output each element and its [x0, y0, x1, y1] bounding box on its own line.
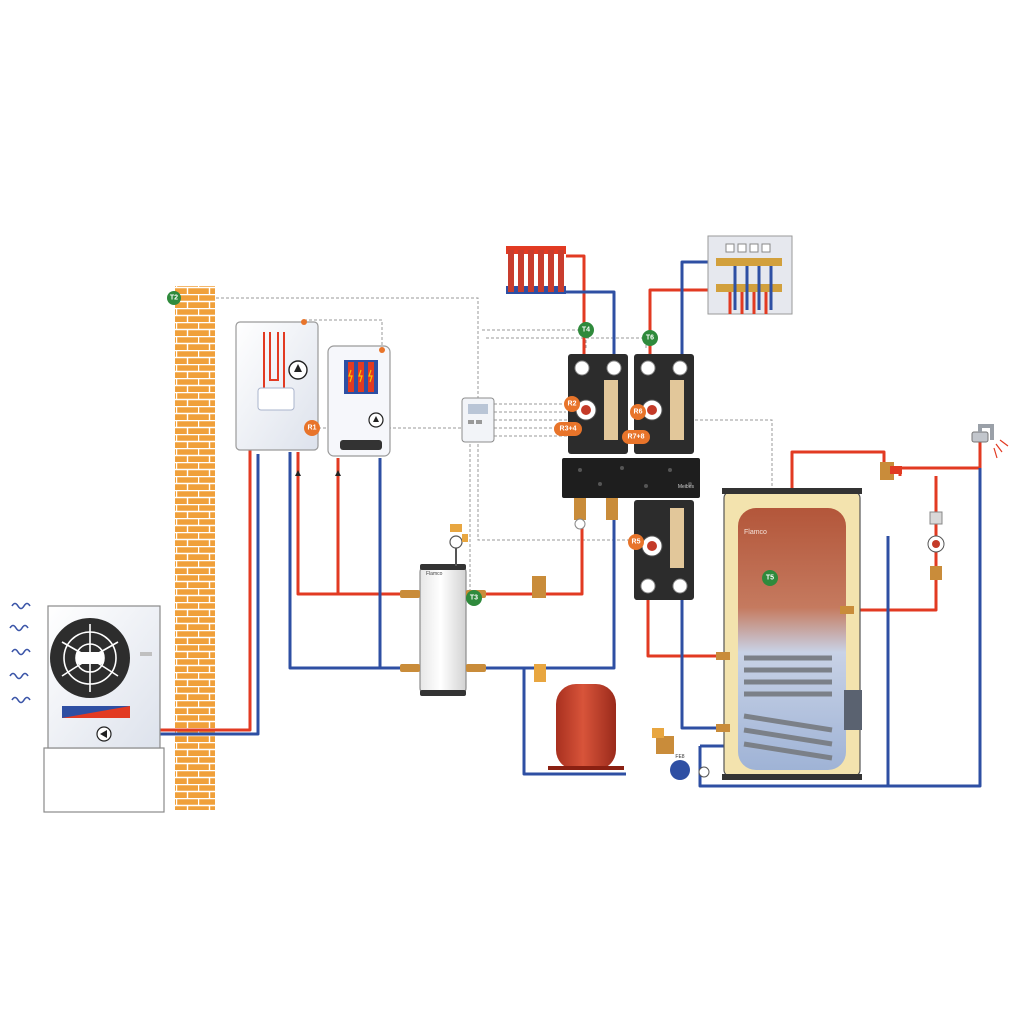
check-valves [295, 470, 341, 476]
sensor-t2-label: T2 [170, 295, 178, 302]
distribution-header: Meibes [562, 458, 700, 530]
safety-group: FE8 [652, 728, 710, 780]
sensor-t5-label: T5 [766, 575, 774, 582]
dhw-recirculation-pump [927, 511, 945, 580]
relay-markers: R1 R2 R3+4 R6 R7+8 R5 [304, 396, 650, 550]
airflow-waves-icon [9, 602, 31, 704]
heat-pump-stand [43, 747, 165, 813]
pump-group-underfloor [634, 354, 694, 454]
radiator [506, 246, 566, 294]
sensor-t4-label: T4 [582, 327, 590, 334]
vessel-tag: FE8 [675, 754, 684, 760]
relay-r1-label: R1 [308, 425, 317, 432]
relay-r34-label: R3+4 [560, 426, 577, 433]
sensor-t3-label: T3 [470, 595, 478, 602]
sensor-markers: T2 T3 T4 T5 T6 [167, 291, 778, 606]
mixing-valve [880, 462, 902, 480]
buffer-tank: Flamco [400, 524, 486, 696]
tap-icon [971, 424, 1009, 459]
manifold-brand: Meibes [678, 484, 695, 490]
system-boiler [327, 345, 391, 457]
expansion-vessel [532, 576, 624, 770]
relay-r5-label: R5 [632, 539, 641, 546]
pressure-gauge-icon [449, 535, 463, 549]
ufh-manifold [707, 235, 793, 315]
heating-coil [743, 655, 833, 761]
cylinder-brand: Flamco [744, 529, 767, 536]
dhw-cylinder: Flamco [716, 488, 862, 780]
relay-r78-label: R7+8 [628, 434, 645, 441]
buffer-brand: Flamco [426, 571, 443, 577]
sensor-t6-label: T6 [646, 335, 654, 342]
brick-wall [175, 286, 215, 810]
heat-pump-outdoor-unit [43, 605, 165, 813]
fan-hub [76, 652, 104, 664]
heat-exchanger-cold [62, 706, 130, 718]
combi-boiler [235, 321, 319, 451]
controller-unit [461, 397, 495, 443]
relay-r2-label: R2 [568, 401, 577, 408]
sensor-dots [301, 319, 385, 353]
relay-r6-label: R6 [634, 409, 643, 416]
pump-group-dhw [634, 500, 694, 600]
